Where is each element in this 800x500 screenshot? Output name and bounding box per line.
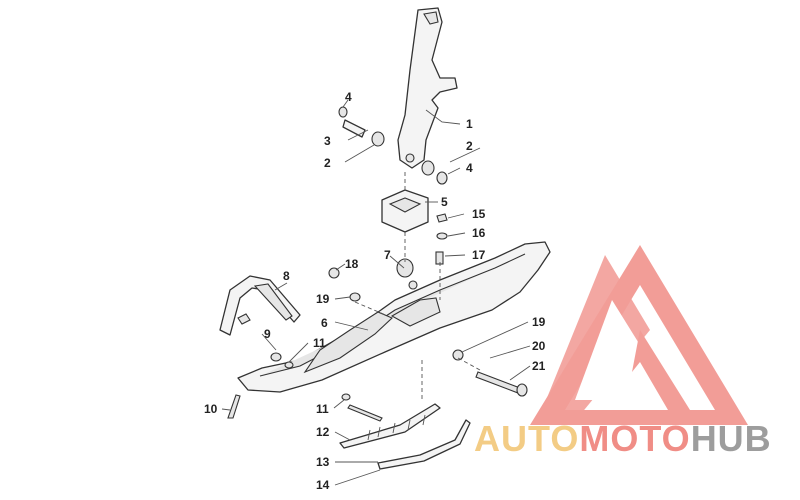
callout-15: 15 [472,207,486,221]
callout-11-lower: 11 [316,402,329,416]
callouts: 4 3 2 1 2 4 5 15 16 17 7 18 8 19 6 9 11 … [204,90,546,492]
callout-13: 13 [316,455,330,469]
ski-runner-wear-bar [339,403,471,470]
small-hardware [227,313,383,422]
callout-8: 8 [283,269,290,283]
callout-17: 17 [472,248,486,262]
ski-handle-loop [219,275,301,336]
callout-19-left: 19 [316,292,330,306]
callout-14: 14 [316,478,330,492]
callout-20: 20 [532,339,546,353]
wordmark-auto: AUTO [474,418,580,459]
callout-2-right: 2 [466,139,473,153]
bushing-left [338,106,385,147]
spindle-part [397,7,461,169]
damper-block [381,189,429,233]
callout-11-upper: 11 [313,336,326,350]
callout-16: 16 [472,226,486,240]
watermark-wordmark: AUTOMOTOHUB [474,418,772,460]
callout-12: 12 [316,425,330,439]
callout-1: 1 [466,117,473,131]
callout-4-right: 4 [466,161,473,175]
bushing-right [421,160,448,185]
callout-5: 5 [441,195,448,209]
bolt-stack [435,213,448,265]
nut-washer-left [328,267,361,302]
callout-7: 7 [384,248,391,262]
wordmark-moto: MOTO [579,418,691,459]
axle-bolt [452,349,528,397]
callout-21: 21 [532,359,546,373]
ski-body [237,241,551,393]
callout-2-left: 2 [324,156,331,170]
callout-18: 18 [345,257,359,271]
leader-lines [221,99,531,486]
callout-6: 6 [321,316,328,330]
mountain-triangle-logo-icon [530,245,748,425]
callout-3: 3 [324,134,331,148]
callout-9: 9 [264,327,271,341]
callout-4-top: 4 [345,90,352,104]
callout-19-right: 19 [532,315,546,329]
callout-10: 10 [204,402,218,416]
wordmark-hub: HUB [690,418,772,459]
